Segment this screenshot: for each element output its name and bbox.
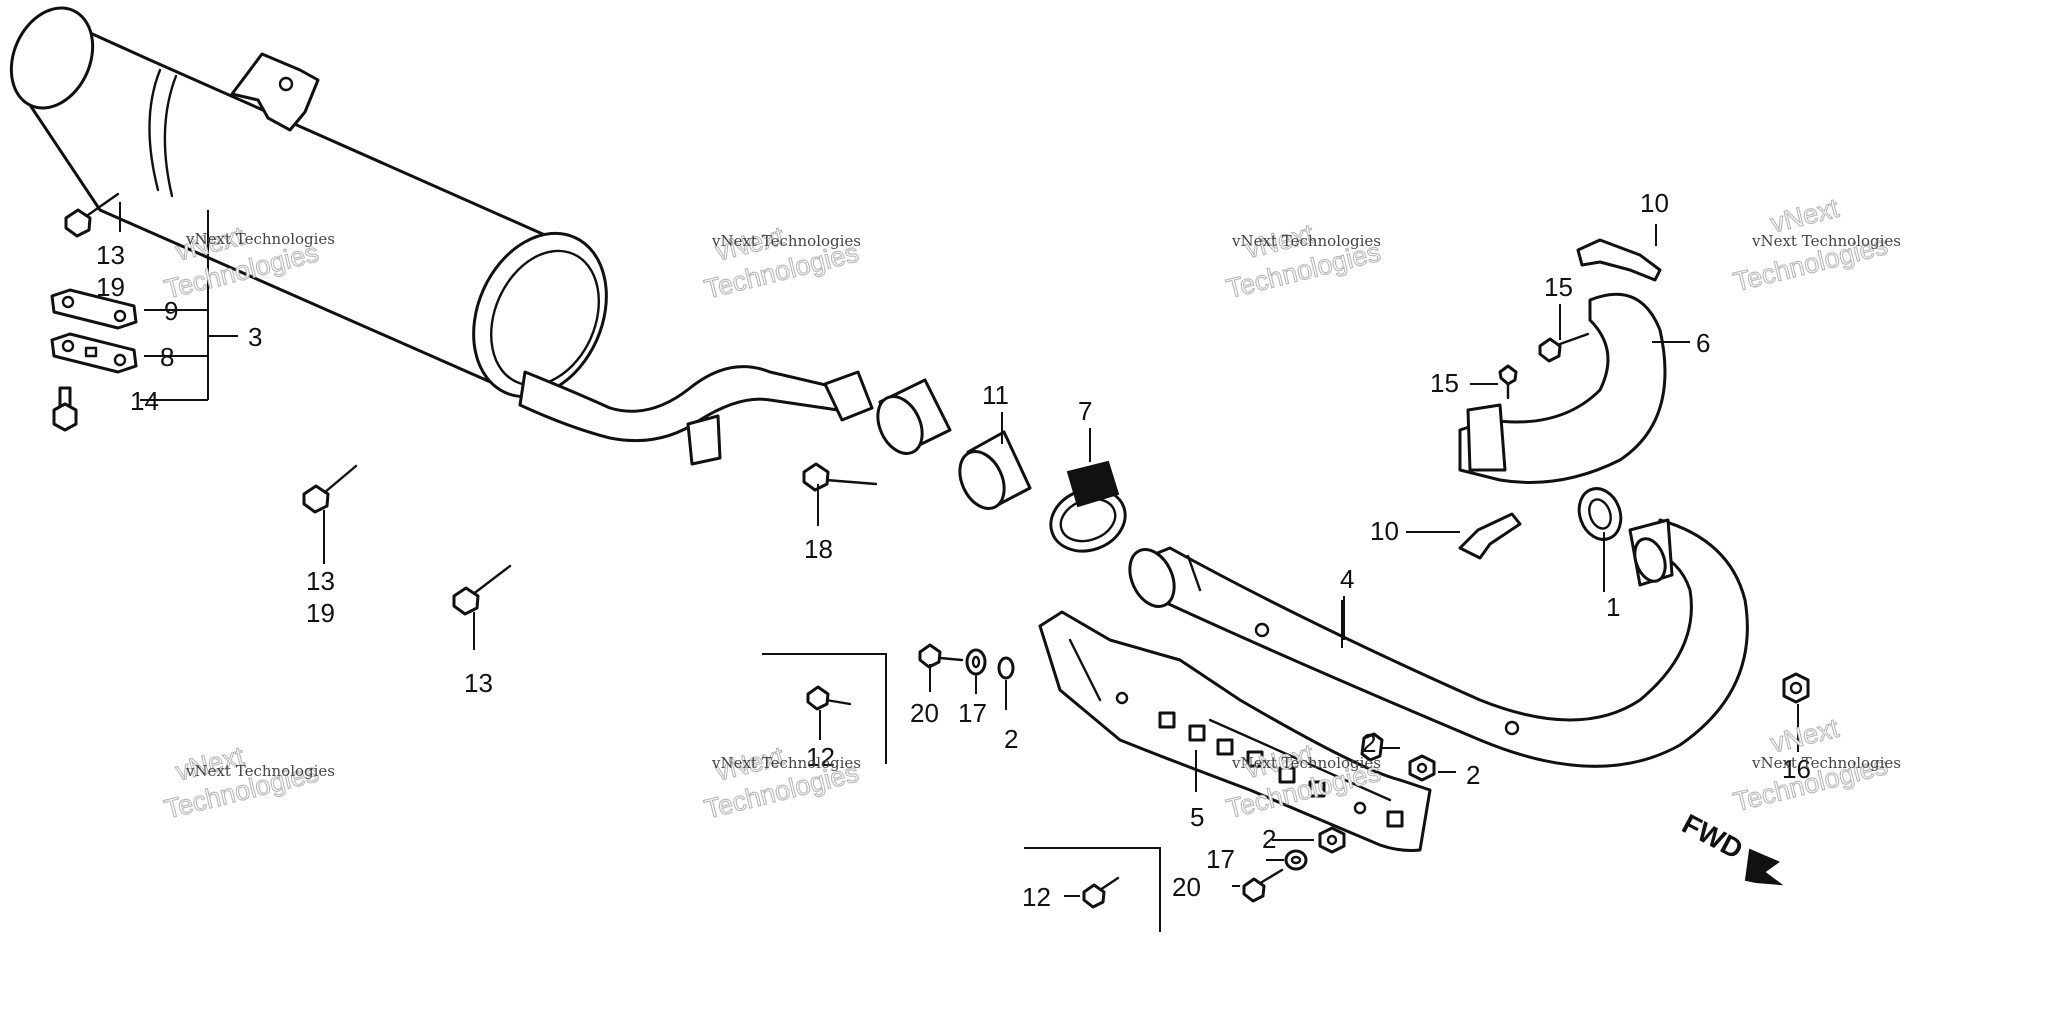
washer-17-upper [965,648,987,676]
bolt-13-top [64,192,120,238]
svg-text:vNext: vNext [1767,713,1842,759]
callout-4: 4 [1340,564,1354,594]
callout-18: 18 [804,534,833,564]
callout-20-upper: 20 [910,698,939,728]
watermark-4-caption: vNext Technologies [1751,232,1901,250]
nut-2-a [997,656,1015,680]
stud-bolt-14 [52,386,78,432]
heat-shield [1038,610,1432,852]
muffler-assembly [9,6,874,466]
washer-17-lower [1284,849,1308,871]
bolt-15-upper [1538,332,1590,363]
bolt-12-lower [1082,876,1120,909]
protector-band-lower [1458,512,1522,560]
watermark-3-caption: vNext Technologies [1231,232,1381,250]
watermark-1-caption: vNext Technologies [185,230,335,248]
callout-6: 6 [1696,328,1710,358]
callout-3: 3 [248,322,262,352]
bolt-20-lower [1242,868,1284,903]
callout-17-upper: 17 [958,698,987,728]
callout-12-upper: 12 [806,742,835,772]
protector-band-upper [1576,238,1662,282]
bolt-13-mid [302,464,358,514]
plate-9 [50,288,138,330]
callout-20-lower: 20 [1172,872,1201,902]
watermark-2-caption: vNext Technologies [711,232,861,250]
exhaust-joint [876,378,1032,510]
watermark-7-caption: vNext Technologies [1231,754,1381,772]
bolt-13-low [452,564,512,616]
callout-13-top: 13 [96,240,125,270]
callout-2-b: 2 [1362,728,1376,758]
forward-direction-indicator: FWD [1677,808,1784,886]
callout-8: 8 [160,342,174,372]
watermark-6-caption: vNext Technologies [711,754,861,772]
nut-2-d [1318,826,1346,854]
bolt-12-upper [806,685,852,711]
callout-15-upper: 15 [1544,272,1573,302]
watermark-6: vNext Technologies [701,740,862,825]
callout-2-c: 2 [1466,760,1480,790]
bolt-15-lower [1498,364,1518,400]
callout-13-mid: 13 [306,566,335,596]
callout-17-lower: 17 [1206,844,1235,874]
callout-9: 9 [164,296,178,326]
exhaust-gasket [1577,487,1623,541]
callout-16: 16 [1782,754,1811,784]
callout-1: 1 [1606,592,1620,622]
pipe-protector [1458,292,1667,484]
nut-2-b [1360,732,1384,762]
nut-16 [1782,672,1810,704]
callout-12-lower: 12 [1022,882,1051,912]
fwd-arrow-icon [1744,848,1784,886]
watermark-2: vNext Technologies [701,220,862,305]
callout-15-lower: 15 [1430,368,1459,398]
bolt-18 [802,462,878,492]
callout-19-mid: 19 [306,598,335,628]
callout-2-d: 2 [1262,824,1276,854]
exhaust-clamp [1049,460,1127,553]
callout-5: 5 [1190,802,1204,832]
callout-14: 14 [130,386,159,416]
watermark-3: vNext Technologies [1223,218,1384,305]
plate-8 [50,332,138,374]
callout-10-upper: 10 [1640,188,1669,218]
callout-7: 7 [1078,396,1092,426]
nut-2-c [1408,754,1436,782]
bolt-20-upper [918,643,964,669]
callout-11: 11 [982,380,1009,410]
exhaust-pipe [1128,518,1749,768]
callout-2-a: 2 [1004,724,1018,754]
watermark-5-caption: vNext Technologies [185,762,335,780]
watermark-8-caption: vNext Technologies [1751,754,1901,772]
callout-10-lower: 10 [1370,516,1399,546]
callout-13-low: 13 [464,668,493,698]
callout-19-top: 19 [96,272,125,302]
